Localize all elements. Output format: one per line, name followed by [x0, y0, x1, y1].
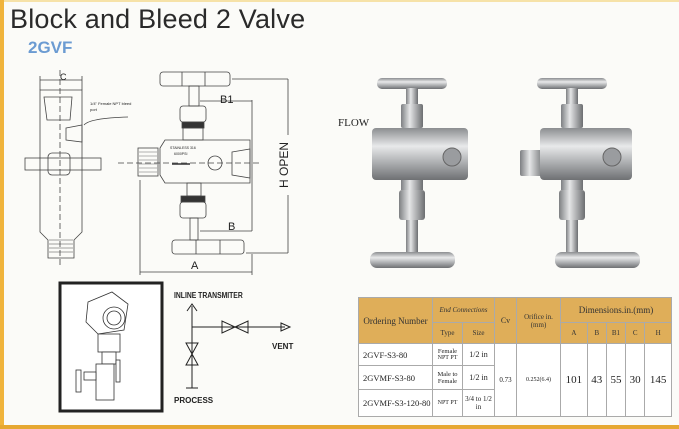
- header-dimensions: Dimensions.in.(mm): [560, 297, 672, 323]
- connection-size: 1/2 in: [462, 342, 495, 367]
- header-cv: Cv: [494, 297, 517, 344]
- dim-c-label: C: [60, 72, 67, 82]
- header-end-connections: End Connections: [432, 297, 495, 323]
- process-label: PROCESS: [174, 396, 214, 405]
- cv-value: 0.73: [494, 343, 517, 417]
- dim-h-open-label: H OPEN: [277, 135, 291, 195]
- dim-a-value: 101: [560, 343, 588, 417]
- valve-photo-left: [370, 78, 468, 268]
- header-dim-a: A: [560, 322, 588, 344]
- orifice-value: 0.252(6.4): [516, 343, 561, 417]
- ordering-table: Ordering Number End Connections Cv Orifi…: [358, 297, 672, 417]
- top-border: [0, 0, 679, 2]
- transmitter-illustration: [58, 281, 164, 413]
- bleed-port-callout: 1/4" Female NPT bleed port: [90, 101, 132, 112]
- header-orifice: Orifice in.(mm): [516, 297, 561, 344]
- thread-standard: NPT PT: [432, 389, 463, 417]
- vent-label: VENT: [272, 342, 294, 351]
- ordering-number: 2GVF-S3-80: [358, 342, 433, 367]
- header-dim-b1: B1: [605, 322, 627, 344]
- header-ordering-number: Ordering Number: [358, 297, 433, 344]
- header-dim-c: C: [625, 322, 646, 344]
- front-view: [118, 71, 289, 275]
- header-dim-h: H: [644, 322, 672, 344]
- dim-c-value: 30: [625, 343, 646, 417]
- header-size: Size: [462, 322, 495, 344]
- dim-a-label: A: [191, 260, 199, 272]
- body-mark-pressure: 6000PSI: [174, 152, 188, 156]
- ordering-number: 2GVMF-S3-80: [358, 365, 433, 390]
- connection-type: Male to Female: [432, 365, 463, 390]
- table-row: 2GVMF-S3-80 Male to Female 1/2 in: [358, 365, 672, 390]
- bottom-accent-bar: [0, 425, 679, 429]
- ordering-number: 2GVMF-S3-120-80: [358, 389, 433, 417]
- header-type: Type: [432, 322, 463, 344]
- table-row: 2GVMF-S3-120-80 NPT PT 3/4 to 1/2 in: [358, 389, 672, 417]
- valve-photo-right: [520, 78, 640, 268]
- dim-h-value: 145: [644, 343, 672, 417]
- dim-b-label: B: [228, 221, 236, 233]
- connection-size: 3/4 to 1/2 in: [462, 389, 495, 417]
- side-view: [24, 70, 129, 268]
- connection-size: 1/2 in: [462, 365, 495, 390]
- dim-b-value: 43: [586, 343, 607, 417]
- flow-label: FLOW: [338, 117, 370, 129]
- connection-type: Female: [437, 348, 458, 356]
- dim-b1-label: B1: [220, 94, 234, 106]
- flow-schematic: [185, 303, 292, 389]
- body-mark-material: STAINLESS 316: [170, 146, 196, 150]
- header-dim-b: B: [586, 322, 607, 344]
- model-code: 2GVF: [28, 38, 73, 57]
- inline-transmitter-label: INLINE TRANSMITER: [174, 291, 243, 300]
- thread-standard: NPT PT: [437, 355, 458, 362]
- page-title: Block and Bleed 2 Valve: [10, 4, 306, 34]
- dim-b1-value: 55: [605, 343, 627, 417]
- left-accent-bar: [0, 0, 4, 429]
